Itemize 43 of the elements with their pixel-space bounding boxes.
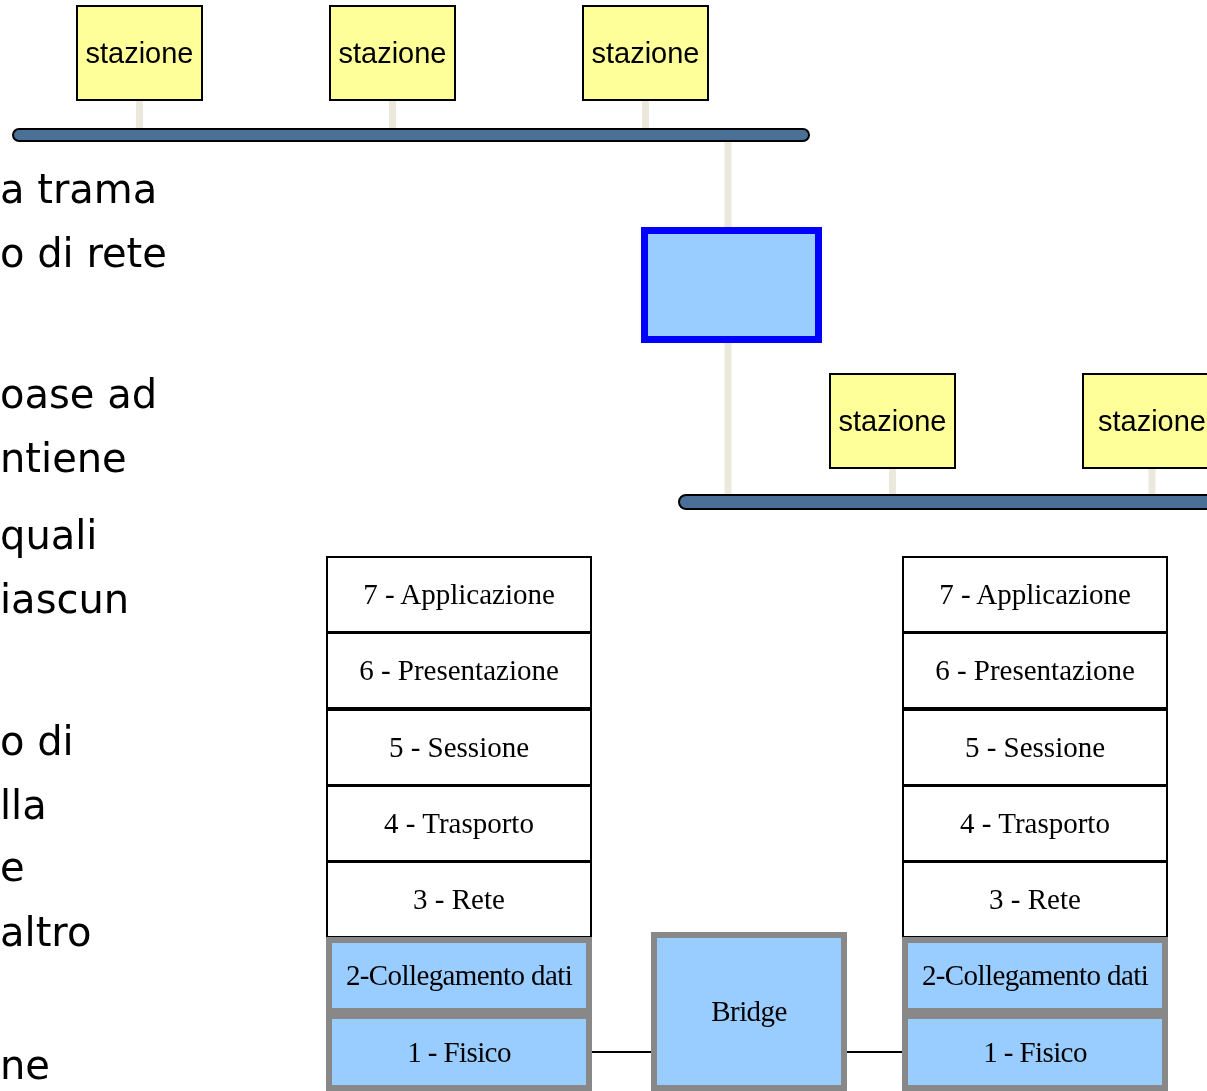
layer-box: 2-Collegamento dati: [326, 937, 592, 1014]
layer-box: 5 - Sessione: [326, 709, 592, 786]
station-box: stazione: [76, 5, 203, 101]
layer-box: 6 - Presentazione: [326, 632, 592, 709]
text-fragment: quali: [0, 512, 98, 558]
connector-line: [889, 469, 896, 494]
station-box: stazione: [582, 5, 709, 101]
text-fragment: lla: [0, 782, 47, 828]
layer-box: 4 - Trasporto: [326, 785, 592, 862]
layer-box: 3 - Rete: [902, 861, 1168, 938]
text-fragment: e: [0, 844, 25, 890]
connector-line: [724, 142, 732, 227]
station-box: stazione: [1082, 373, 1207, 469]
layer-box: 4 - Trasporto: [902, 785, 1168, 862]
bridge-box: Bridge: [651, 932, 847, 1091]
layer-box: 3 - Rete: [326, 861, 592, 938]
connector-line: [389, 101, 396, 128]
station-box: stazione: [829, 373, 956, 469]
text-fragment: oase ad: [0, 371, 158, 417]
connector-line: [724, 343, 732, 494]
layer-box: 1 - Fisico: [902, 1013, 1168, 1091]
layer-box: 1 - Fisico: [326, 1013, 592, 1091]
bridge-device: [641, 227, 822, 343]
text-fragment: a trama: [0, 166, 158, 212]
layer-box: 2-Collegamento dati: [902, 937, 1168, 1014]
connector-line: [846, 1051, 903, 1053]
text-fragment: iascun: [0, 576, 130, 622]
layer-box: 7 - Applicazione: [902, 556, 1168, 633]
text-fragment: altro: [0, 909, 92, 955]
network-bus: [678, 494, 1207, 510]
text-fragment: ntiene: [0, 435, 127, 481]
connector-line: [591, 1051, 652, 1053]
connector-line: [136, 101, 143, 128]
text-fragment: ne: [0, 1042, 50, 1088]
connector-line: [642, 101, 649, 128]
layer-box: 7 - Applicazione: [326, 556, 592, 633]
network-bus: [12, 128, 810, 142]
layer-box: 6 - Presentazione: [902, 632, 1168, 709]
text-fragment: o di rete: [0, 230, 167, 276]
layer-box: 5 - Sessione: [902, 709, 1168, 786]
connector-line: [1148, 469, 1156, 494]
station-box: stazione: [329, 5, 456, 101]
text-fragment: o di: [0, 718, 74, 764]
